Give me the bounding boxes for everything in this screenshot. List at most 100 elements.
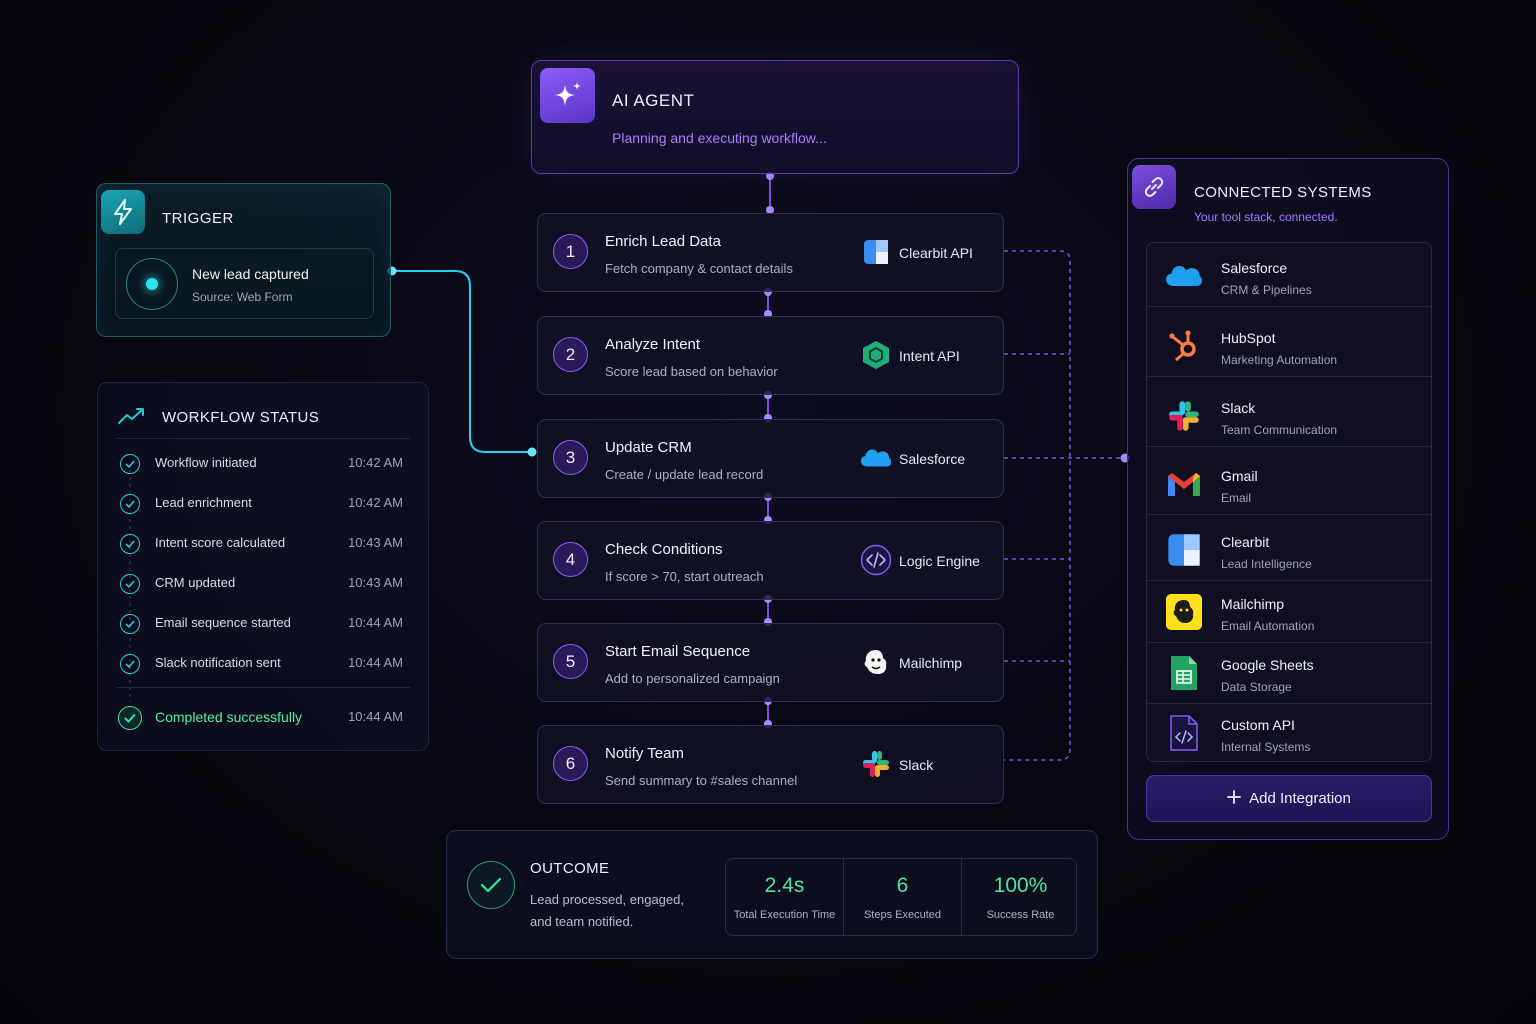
step-card-2[interactable]: 2 Analyze Intent Score lead based on beh… — [537, 316, 1004, 395]
step-tool: Salesforce — [899, 451, 966, 467]
check-icon — [120, 494, 140, 514]
salesforce-cloud-icon — [1165, 257, 1203, 295]
system-desc: Data Storage — [1221, 680, 1292, 694]
step-tool: Slack — [899, 757, 934, 773]
metric-label: Total Execution Time — [733, 909, 836, 921]
outcome-text-line-1: Lead processed, engaged, — [530, 892, 684, 907]
system-name: Custom API — [1221, 717, 1295, 733]
system-desc: Email — [1221, 491, 1252, 505]
salesforce-cloud-icon — [860, 442, 892, 474]
workflow-status-panel: WORKFLOW STATUS Workflow initiated 10:42… — [97, 382, 429, 751]
step-number: 6 — [553, 746, 588, 781]
agent-subtitle: Planning and executing workflow... — [612, 130, 827, 146]
outcome-panel: OUTCOME Lead processed, engaged, and tea… — [446, 830, 1098, 959]
metric-label: Steps Executed — [863, 909, 942, 921]
system-name: Slack — [1221, 400, 1256, 416]
step-number: 3 — [553, 440, 588, 475]
outcome-title: OUTCOME — [530, 860, 610, 877]
system-desc: Team Communication — [1221, 423, 1338, 437]
status-row: CRM updated 10:43 AM — [120, 573, 408, 597]
metric-label: Success Rate — [986, 909, 1055, 921]
step-card-5[interactable]: 5 Start Email Sequence Add to personaliz… — [537, 623, 1004, 702]
gmail-icon — [1165, 465, 1203, 503]
step-description: Fetch company & contact details — [605, 261, 793, 276]
outcome-text-line-2: and team notified. — [530, 914, 634, 929]
step-card-1[interactable]: 1 Enrich Lead Data Fetch company & conta… — [537, 213, 1004, 292]
mailchimp-icon — [1165, 593, 1203, 631]
system-desc: Email Automation — [1221, 619, 1315, 633]
status-final-label: Completed successfully — [155, 709, 303, 725]
status-label: Lead enrichment — [155, 495, 252, 510]
step-description: If score > 70, start outreach — [605, 569, 764, 584]
status-row: Workflow initiated 10:42 AM — [120, 453, 408, 477]
trigger-event[interactable]: New lead captured Source: Web Form — [115, 248, 374, 319]
system-item-google-sheets[interactable]: Google Sheets Data Storage — [1147, 640, 1431, 704]
step-title: Start Email Sequence — [605, 643, 751, 660]
slack-icon — [860, 748, 892, 780]
trigger-event-label: New lead captured — [192, 266, 309, 282]
link-icon — [1132, 165, 1176, 209]
system-desc: Lead Intelligence — [1221, 557, 1312, 571]
sheets-icon — [1165, 654, 1203, 692]
code-icon — [860, 544, 892, 576]
status-time: 10:44 AM — [348, 709, 403, 724]
system-item-hubspot[interactable]: HubSpot Marketing Automation — [1147, 313, 1431, 377]
system-item-salesforce[interactable]: Salesforce CRM & Pipelines — [1147, 243, 1431, 307]
trigger-card[interactable]: TRIGGER New lead captured Source: Web Fo… — [96, 183, 391, 337]
step-description: Add to personalized campaign — [605, 671, 780, 686]
agent-title: AI AGENT — [612, 91, 695, 110]
check-icon — [120, 534, 140, 554]
step-number: 1 — [553, 234, 588, 269]
system-item-slack[interactable]: Slack Team Communication — [1147, 383, 1431, 447]
step-title: Check Conditions — [605, 541, 723, 558]
check-icon — [120, 454, 140, 474]
step-tool: Intent API — [899, 348, 960, 364]
step-title: Update CRM — [605, 439, 692, 456]
hexagon-icon — [860, 339, 892, 371]
code-file-icon — [1165, 714, 1203, 752]
divider — [116, 438, 410, 439]
status-label: CRM updated — [155, 575, 236, 590]
outcome-metrics: 2.4s Total Execution Time 6 Steps Execut… — [725, 858, 1077, 936]
step-card-4[interactable]: 4 Check Conditions If score > 70, start … — [537, 521, 1004, 600]
step-card-6[interactable]: 6 Notify Team Send summary to #sales cha… — [537, 725, 1004, 804]
system-desc: Marketing Automation — [1221, 353, 1338, 367]
metric-value: 2.4s — [764, 874, 805, 897]
trend-up-icon — [118, 407, 146, 430]
step-description: Send summary to #sales channel — [605, 773, 798, 788]
status-row: Slack notification sent 10:44 AM — [120, 653, 408, 677]
check-icon — [120, 654, 140, 674]
add-integration-button[interactable]: Add Integration — [1146, 775, 1432, 822]
step-description: Create / update lead record — [605, 467, 764, 482]
check-icon — [120, 614, 140, 634]
system-item-clearbit[interactable]: Clearbit Lead Intelligence — [1147, 517, 1431, 581]
ai-agent-card[interactable]: AI AGENT Planning and executing workflow… — [531, 60, 1019, 174]
trigger-title: TRIGGER — [162, 210, 234, 227]
plus-icon — [1227, 789, 1242, 808]
step-number: 4 — [553, 542, 588, 577]
status-row: Email sequence started 10:44 AM — [120, 613, 408, 637]
system-name: Clearbit — [1221, 534, 1270, 550]
system-desc: Internal Systems — [1221, 740, 1311, 754]
status-label: Email sequence started — [155, 615, 291, 630]
systems-list: Salesforce CRM & Pipelines HubSpot Marke… — [1146, 242, 1432, 762]
step-title: Analyze Intent — [605, 336, 701, 353]
metric-value: 6 — [896, 874, 909, 897]
mailchimp-icon — [860, 646, 892, 678]
metric-execution-time: 2.4s Total Execution Time — [726, 859, 843, 935]
clearbit-icon — [1165, 531, 1203, 569]
status-time: 10:43 AM — [348, 575, 403, 590]
clearbit-icon — [860, 236, 892, 268]
system-name: Mailchimp — [1221, 596, 1285, 612]
target-icon — [126, 258, 178, 310]
system-item-mailchimp[interactable]: Mailchimp Email Automation — [1147, 579, 1431, 643]
step-tool: Logic Engine — [899, 553, 980, 569]
system-item-custom-api[interactable]: Custom API Internal Systems — [1147, 700, 1431, 764]
status-time: 10:44 AM — [348, 615, 403, 630]
workflow-status-title: WORKFLOW STATUS — [162, 409, 320, 426]
metric-success-rate: 100% Success Rate — [961, 859, 1079, 935]
status-time: 10:42 AM — [348, 495, 403, 510]
system-item-gmail[interactable]: Gmail Email — [1147, 451, 1431, 515]
step-card-3[interactable]: 3 Update CRM Create / update lead record… — [537, 419, 1004, 498]
trigger-source: Source: Web Form — [192, 290, 293, 304]
